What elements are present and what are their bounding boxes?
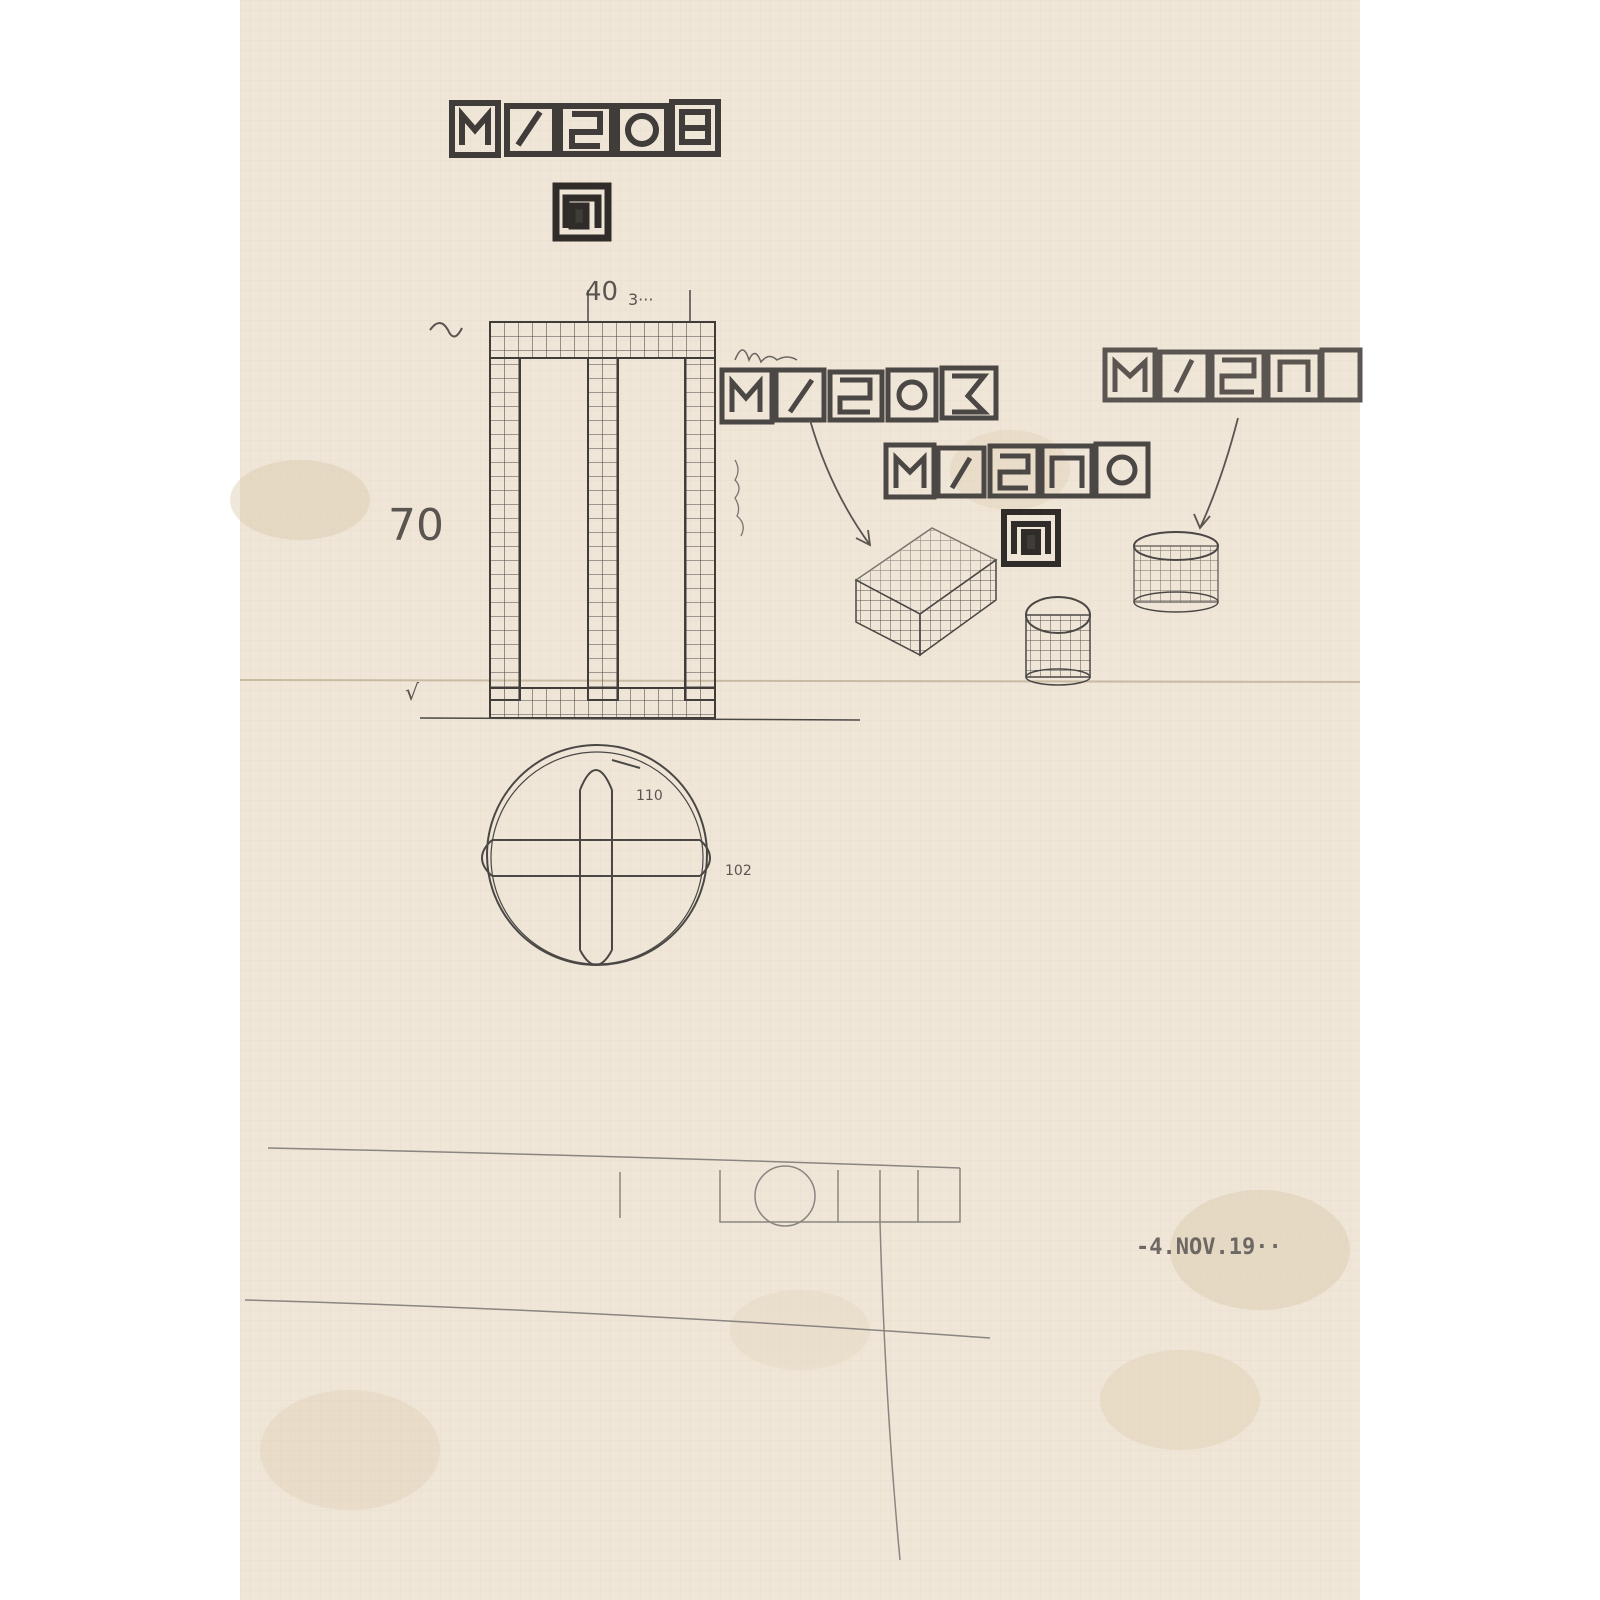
basket-small — [1025, 596, 1091, 686]
arrow-to-basket — [1193, 417, 1239, 530]
logo-middle — [719, 365, 999, 425]
logo-right-1 — [1102, 347, 1363, 403]
faint-lower-sketch — [244, 1147, 991, 1561]
date-stamp: -4.NOV.19·· — [1136, 1235, 1282, 1260]
logo-right-2 — [883, 441, 1151, 500]
logo-top — [449, 99, 721, 158]
box-sketch — [854, 527, 998, 657]
grid-frame-elevation — [419, 290, 861, 721]
margin-mark-left: √ — [405, 681, 420, 706]
dim-circle-1-label: 110 — [636, 788, 663, 804]
dim-top-small-label: 3··· — [628, 290, 653, 309]
dim-circle-2-label: 102 — [725, 863, 752, 879]
dim-left-label: 70 — [388, 500, 444, 551]
handwriting-note — [734, 349, 798, 364]
dim-top-label: 40 — [585, 277, 618, 307]
logo-top-mark — [552, 182, 612, 242]
handwriting-note-vertical — [734, 459, 744, 537]
circle-plan-view — [481, 744, 711, 966]
arrow-to-box — [809, 419, 872, 547]
logo-right-2-mark — [1001, 509, 1061, 567]
paper-sheet — [230, 0, 1361, 1600]
squiggle-mark — [429, 322, 463, 338]
basket-large — [1133, 531, 1219, 613]
